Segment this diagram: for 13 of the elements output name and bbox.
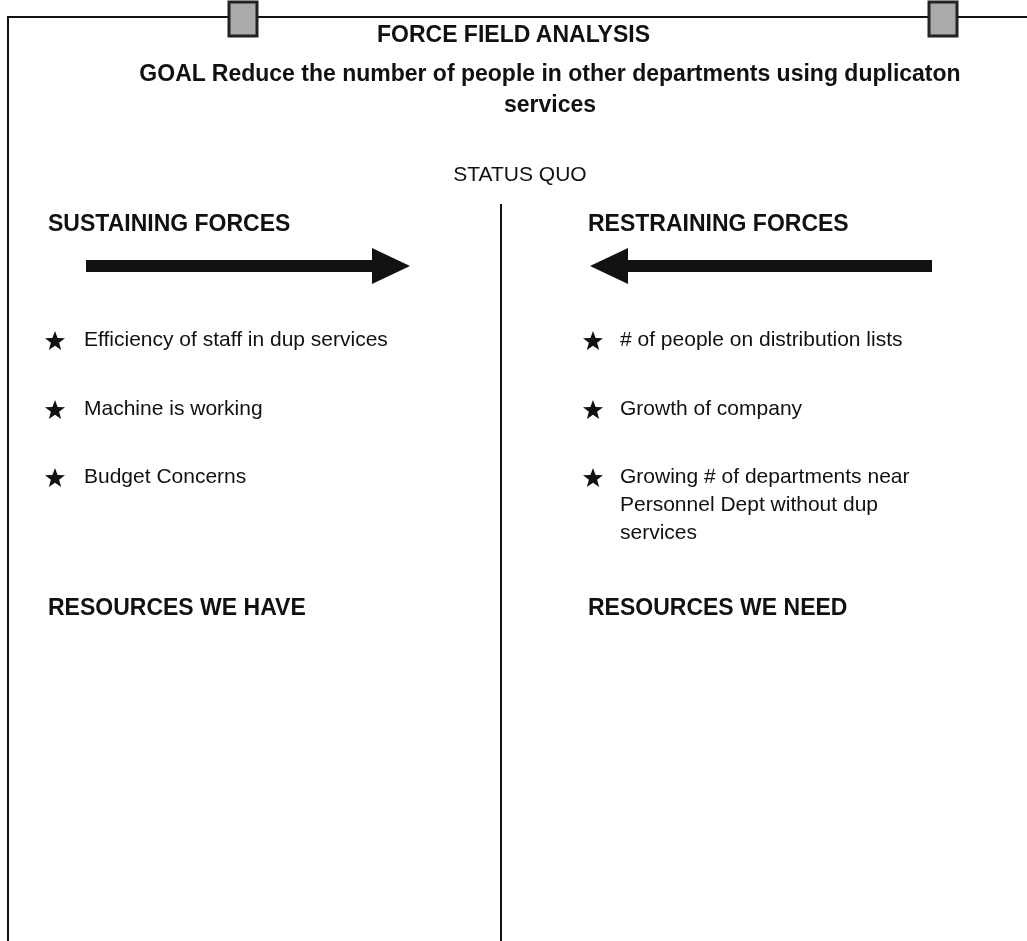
- bullet-text: Machine is working: [84, 395, 264, 421]
- title: FORCE FIELD ANALYSIS: [375, 21, 651, 47]
- bullet-text: # of people on distribution lists: [620, 326, 904, 352]
- bullet-text: Growth of company: [620, 395, 804, 421]
- column-heading: RESOURCES WE HAVE: [48, 594, 306, 621]
- status-quo-label: STATUS QUO: [452, 161, 588, 187]
- column-heading: RESOURCES WE NEED: [588, 594, 848, 621]
- bullet-text: Growing # of departments near Personnel Dept without dup services: [620, 463, 911, 545]
- column-heading: SUSTAINING FORCES: [48, 210, 291, 237]
- goal-text: GOAL Reduce the number of people in other departments using duplicaton services: [138, 59, 962, 119]
- bullet-text: Budget Concerns: [84, 463, 248, 489]
- column-heading: RESTRAINING FORCES: [588, 210, 849, 237]
- bullet-text: Efficiency of staff in dup services: [84, 326, 389, 352]
